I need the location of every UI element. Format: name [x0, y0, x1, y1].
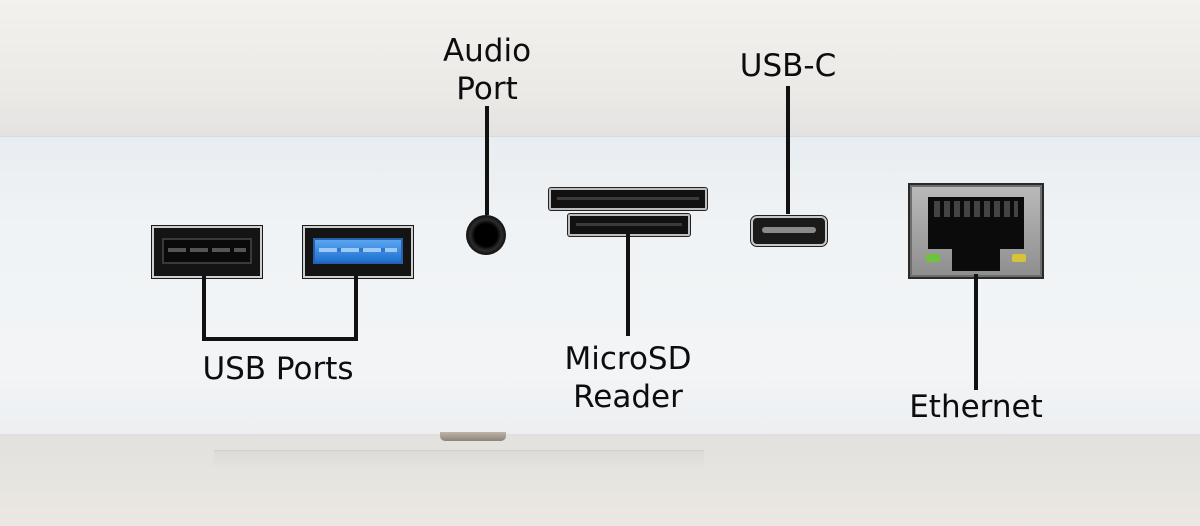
- audio-port-label-line2: Port: [456, 71, 518, 107]
- ethernet-callout-line: [974, 274, 978, 390]
- ethernet-led-green-icon: [926, 254, 940, 262]
- screw-icon: [440, 432, 506, 441]
- device-top-surface: [0, 0, 1200, 140]
- microsd-callout-line: [626, 234, 630, 336]
- usb-ports-label: USB Ports: [202, 351, 354, 387]
- microsd-label-line1: MicroSD: [564, 341, 692, 377]
- microsd-slot-upper: [549, 188, 707, 210]
- usb-c-port: [751, 216, 827, 246]
- usb-a-pins: [168, 248, 246, 252]
- ethernet-clip-notch: [952, 249, 1000, 271]
- ethernet-led-yellow-icon: [1012, 254, 1026, 262]
- usb-3-pins: [319, 248, 397, 252]
- usb-c-tongue: [762, 227, 816, 233]
- usb-callout-line-left: [202, 276, 206, 341]
- usb-callout-line-right: [354, 276, 358, 341]
- device-foot-plate: [214, 450, 704, 473]
- usb-3-port-blue: [303, 226, 413, 278]
- usb-callout-bracket: [202, 337, 358, 341]
- usbc-callout-line: [786, 86, 790, 214]
- audio-jack-icon: [466, 215, 506, 255]
- audio-callout-line: [485, 106, 489, 215]
- audio-port-label-line1: Audio: [442, 33, 532, 69]
- microsd-label-line2: Reader: [573, 379, 683, 415]
- microsd-reader-label: MicroSD Reader: [540, 340, 716, 416]
- ethernet-contacts: [934, 201, 1018, 217]
- usb-a-port-black: [152, 226, 262, 278]
- audio-port-label: Audio Port: [420, 32, 554, 108]
- ethernet-port: [910, 185, 1042, 277]
- ethernet-label: Ethernet: [909, 389, 1043, 425]
- microsd-slot-lower: [568, 214, 690, 236]
- usbc-label: USB-C: [739, 48, 837, 84]
- device-base: [0, 434, 1200, 526]
